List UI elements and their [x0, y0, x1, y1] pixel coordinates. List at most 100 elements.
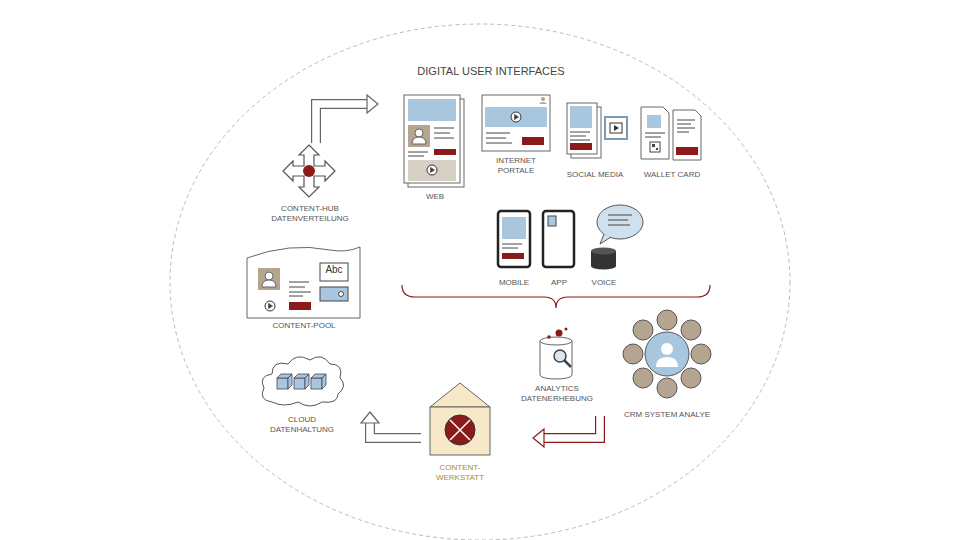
cloud-icon: [262, 357, 343, 406]
portal-icon-part: [482, 95, 550, 151]
analytics-icon-part: [564, 360, 571, 367]
node-label: MOBILE: [490, 278, 538, 288]
cloud-icon-part: [277, 374, 326, 389]
node-label: INTERNET PORTALE: [491, 156, 541, 177]
arrow-shaft-fill: [370, 423, 421, 439]
web-icon: [404, 95, 464, 187]
node-label: SOCIAL MEDIA: [560, 170, 630, 180]
boundary-ellipse: [170, 24, 790, 540]
voice-icon-part: [591, 248, 616, 255]
arrow-shaft: [370, 423, 421, 439]
cloud-icon-part: [262, 357, 343, 406]
app-icon: [543, 211, 574, 267]
wallet-icon: [641, 107, 701, 160]
pool-icon-part: [247, 247, 360, 318]
voice-icon-part: [608, 215, 632, 225]
pool-icon-part: [289, 282, 311, 296]
cloud-icon-part-part: [277, 378, 288, 389]
werkstatt-icon-part: [430, 383, 490, 407]
node-label: ANALYTICS DATENERHEBUNG: [512, 384, 602, 405]
web-icon-part: [427, 165, 437, 175]
cloud-node: CLOUD DATENHALTUNG: [258, 352, 350, 440]
arrow-shaft-fill: [544, 416, 601, 438]
mobile-icon-part: [502, 253, 524, 259]
hub-icon: [283, 145, 335, 197]
web-icon-part: [408, 160, 456, 181]
hub-icon-part: [283, 145, 335, 197]
crm-icon-part-part: [656, 357, 678, 367]
wallet-node: WALLET CARD: [634, 106, 710, 182]
pool-icon-part: [262, 272, 276, 287]
group-brace: [402, 285, 710, 308]
mobile-icon-part: [502, 217, 526, 239]
node-label: CLOUD DATENHALTUNG: [262, 415, 342, 436]
crm-icon-part: [657, 310, 677, 330]
crm-icon-part: [633, 320, 653, 340]
crm-icon-part: [656, 343, 678, 367]
mobile-icon: [498, 211, 530, 267]
wallet-icon-part: [650, 142, 660, 152]
werkstatt-icon-part: [430, 407, 490, 455]
arrow-shaft: [544, 416, 601, 438]
crm-icon-part: [633, 368, 653, 388]
pool-icon-part: [289, 302, 311, 310]
analytics-icon: [540, 328, 572, 380]
node-label: CONTENT-POOL: [244, 321, 364, 331]
flow-arrow: [316, 95, 378, 143]
voice-node: VOICE: [584, 204, 624, 292]
flow-arrow: [361, 412, 421, 438]
wallet-icon-part: [677, 120, 695, 132]
pool-icon-part: [339, 292, 344, 297]
cloud-icon-part-part: [311, 374, 326, 389]
crm-node: CRM SYSTEM ANALYE: [612, 300, 722, 426]
arrow-shaft: [316, 104, 368, 143]
social-icon-part: [570, 132, 590, 140]
app-icon-part: [548, 216, 556, 226]
pool-icon-part: [320, 263, 348, 281]
wallet-icon-part: [645, 133, 665, 137]
analytics-icon-part: [540, 341, 572, 379]
social-node: SOCIAL MEDIA: [560, 100, 630, 182]
crm-icon-part: [657, 378, 677, 398]
analytics-icon-part: [547, 335, 551, 339]
wallet-icon-part: [676, 147, 698, 155]
portal-icon-part: [522, 137, 544, 145]
voice-icon: [591, 205, 643, 270]
social-icon-part: [614, 125, 619, 131]
werkstatt-icon-part: [450, 420, 470, 440]
social-icon-part: [570, 143, 592, 150]
cloud-icon-part-part: [294, 378, 305, 389]
node-label: WALLET CARD: [634, 170, 710, 180]
crm-icon-part-part: [661, 343, 673, 355]
web-icon-part: [412, 129, 426, 144]
werkstatt-icon-part: [445, 415, 475, 445]
web-icon-part: [408, 125, 430, 147]
app-icon-part: [543, 211, 574, 267]
node-label: CONTENT-HUB DATENVERTEILUNG: [270, 204, 350, 225]
social-icon-part: [610, 123, 622, 133]
analytics-icon-part: [565, 328, 568, 331]
mobile-icon-part: [498, 211, 530, 267]
web-icon-part: [434, 149, 456, 155]
wallet-icon-part: [641, 107, 669, 159]
inner-text: Abc: [320, 263, 348, 276]
voice-icon-part: [600, 234, 611, 244]
wallet-icon-part: [652, 144, 655, 147]
voice-icon-part: [597, 205, 643, 239]
analytics-icon-part: [540, 337, 572, 345]
wallet-icon-part: [647, 115, 661, 128]
node-label: APP: [540, 278, 578, 288]
analytics-icon-part: [556, 330, 563, 337]
cloud-icon-part-part: [277, 374, 292, 389]
pool-icon: [247, 247, 360, 318]
portal-icon-part: [486, 133, 512, 143]
cloud-icon-part-part: [311, 378, 322, 389]
crm-icon: [623, 310, 711, 398]
social-icon-part: [605, 117, 627, 139]
crm-icon-part: [623, 344, 643, 364]
werkstatt-icon: [430, 383, 490, 455]
cloud-icon-part-part: [294, 374, 309, 389]
crm-icon-part: [681, 320, 701, 340]
